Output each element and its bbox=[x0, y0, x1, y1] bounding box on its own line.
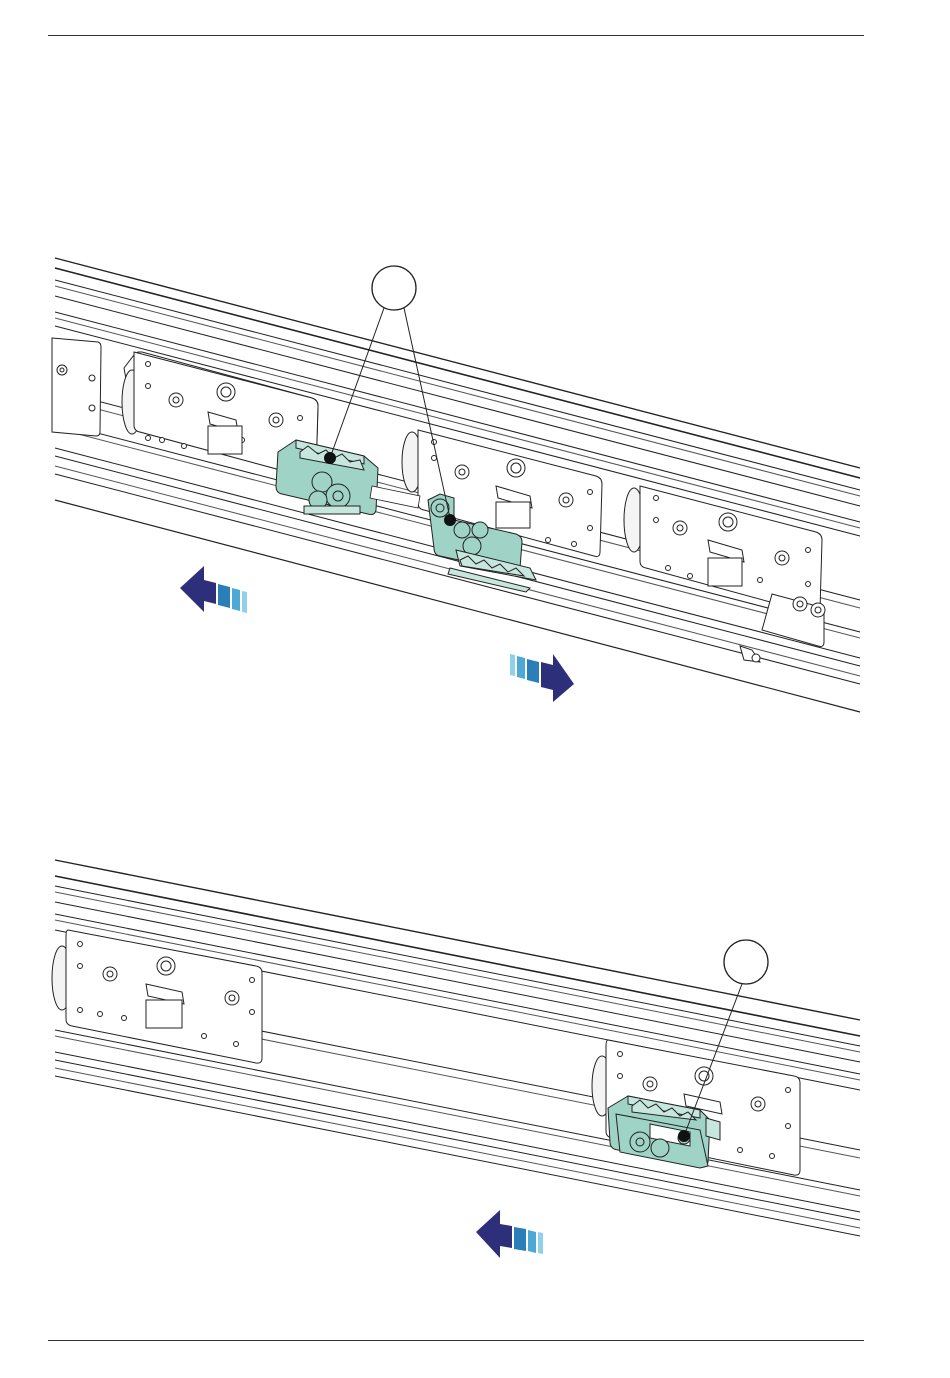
carrier-clamp-part bbox=[276, 440, 378, 515]
callout-leader-dot bbox=[324, 452, 336, 464]
lower-track-rails bbox=[55, 860, 860, 1236]
arrow-left-icon bbox=[180, 566, 247, 613]
carriage-plate bbox=[52, 338, 101, 436]
lower-assembly-figure bbox=[52, 860, 860, 1258]
arrow-left-icon bbox=[476, 1210, 543, 1258]
carriage-plate bbox=[624, 486, 822, 615]
upper-assembly-figure bbox=[52, 258, 860, 712]
callout-leader-dot bbox=[678, 1130, 690, 1142]
callout-leader-dot bbox=[444, 514, 456, 526]
arrow-right-icon bbox=[510, 654, 574, 702]
carriage-plate bbox=[52, 930, 262, 1063]
